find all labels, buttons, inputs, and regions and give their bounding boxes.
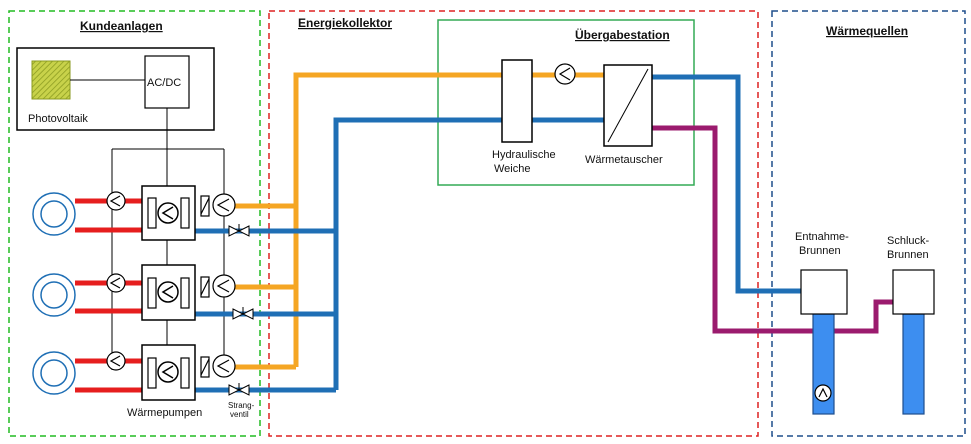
energiekollektor-frame bbox=[268, 10, 759, 437]
energiekollektor-title: Energiekollektor bbox=[298, 16, 392, 30]
heat-pump-unit bbox=[141, 185, 196, 401]
schluck-well-shaft bbox=[902, 313, 925, 415]
entnahme-well-head bbox=[800, 269, 848, 315]
waermequellen-title: Wärmequellen bbox=[826, 24, 908, 38]
heat-exchanger bbox=[603, 64, 653, 147]
waermequellen-frame bbox=[771, 10, 966, 437]
kundeanlagen-title: Kundeanlagen bbox=[80, 19, 163, 33]
kundeanlagen-frame bbox=[8, 10, 261, 437]
pump-icon bbox=[554, 63, 576, 85]
strangventil-label-2: ventil bbox=[230, 410, 249, 419]
photovoltaik-label: Photovoltaik bbox=[28, 113, 88, 125]
acdc-label: AC/DC bbox=[147, 77, 181, 89]
well-pump-icon bbox=[814, 384, 832, 402]
entnahme-label-1: Entnahme- bbox=[795, 231, 849, 243]
balancing-valve-icon bbox=[228, 224, 254, 396]
hydraulische-weiche-label-2: Weiche bbox=[494, 163, 530, 175]
schluck-well-head bbox=[892, 269, 935, 315]
pump-icon bbox=[212, 193, 236, 378]
strangventil-label-1: Strang- bbox=[228, 401, 255, 410]
pump-icon bbox=[106, 191, 126, 371]
floor-heating-icon bbox=[32, 192, 76, 395]
waermetauscher-label: Wärmetauscher bbox=[585, 154, 663, 166]
solar-panel-icon bbox=[31, 60, 71, 100]
cold-return-line bbox=[195, 74, 801, 393]
waermepumpen-label: Wärmepumpen bbox=[127, 407, 202, 419]
uebergabestation-frame bbox=[437, 19, 695, 186]
hydraulische-weiche-label-1: Hydraulische bbox=[492, 149, 556, 161]
schluck-label-2: Brunnen bbox=[887, 249, 929, 261]
schluck-label-1: Schluck- bbox=[887, 235, 930, 247]
hydraulic-separator bbox=[501, 59, 533, 143]
check-valve-icon bbox=[200, 195, 210, 378]
uebergabestation-title: Übergabestation bbox=[575, 27, 670, 42]
entnahme-label-2: Brunnen bbox=[799, 245, 841, 257]
reinjection-line bbox=[652, 125, 893, 334]
